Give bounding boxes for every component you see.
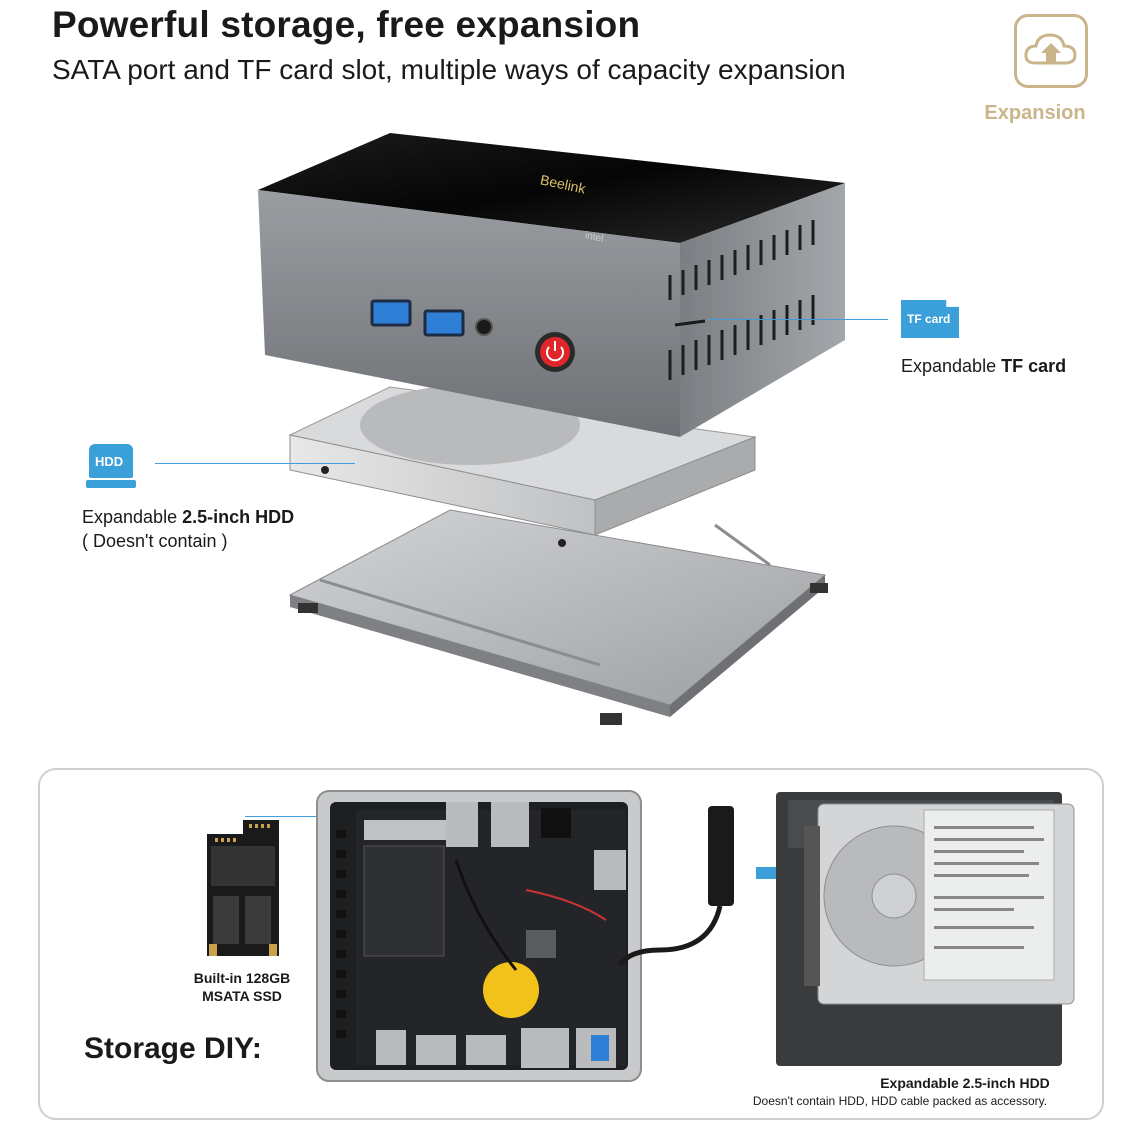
hdd-tray-image xyxy=(776,792,1075,1066)
hdd-label: Expandable 2.5-inch HDD xyxy=(82,507,295,527)
page-subtitle: SATA port and TF card slot, multiple way… xyxy=(52,54,846,85)
hdd-cable-image xyxy=(617,806,734,967)
usb-port-icon xyxy=(423,309,465,337)
hdd-icon: HDD xyxy=(86,444,136,488)
tf-callout-line xyxy=(708,319,888,320)
page-title: Powerful storage, free expansion xyxy=(52,4,641,45)
tf-card-label: Expandable TF card xyxy=(901,356,1067,376)
mini-pc-illustration xyxy=(258,133,845,725)
tf-card-icon: TF card xyxy=(901,300,959,338)
hdd-callout-line xyxy=(155,463,355,464)
hdd-diy-note: Doesn't contain HDD, HDD cable packed as… xyxy=(752,1094,1048,1108)
tf-card-icon-text: TF card xyxy=(907,312,951,326)
hdd-diy-caption: Expandable 2.5-inch HDD xyxy=(880,1075,1050,1091)
msata-ssd-image xyxy=(207,820,279,956)
motherboard-image xyxy=(316,790,642,1082)
hdd-note: ( Doesn't contain ) xyxy=(82,531,228,551)
hdd-icon-text: HDD xyxy=(95,454,124,469)
cloud-upload-icon xyxy=(1024,33,1077,65)
ssd-caption: Built-in 128GB MSATA SSD xyxy=(193,970,291,1004)
storage-diy-heading: Storage DIY: xyxy=(84,1032,262,1065)
usb-port-icon xyxy=(370,299,412,327)
expansion-label: Expansion xyxy=(984,102,1086,124)
expansion-badge xyxy=(1014,14,1088,88)
ssd-callout-line xyxy=(245,816,375,817)
